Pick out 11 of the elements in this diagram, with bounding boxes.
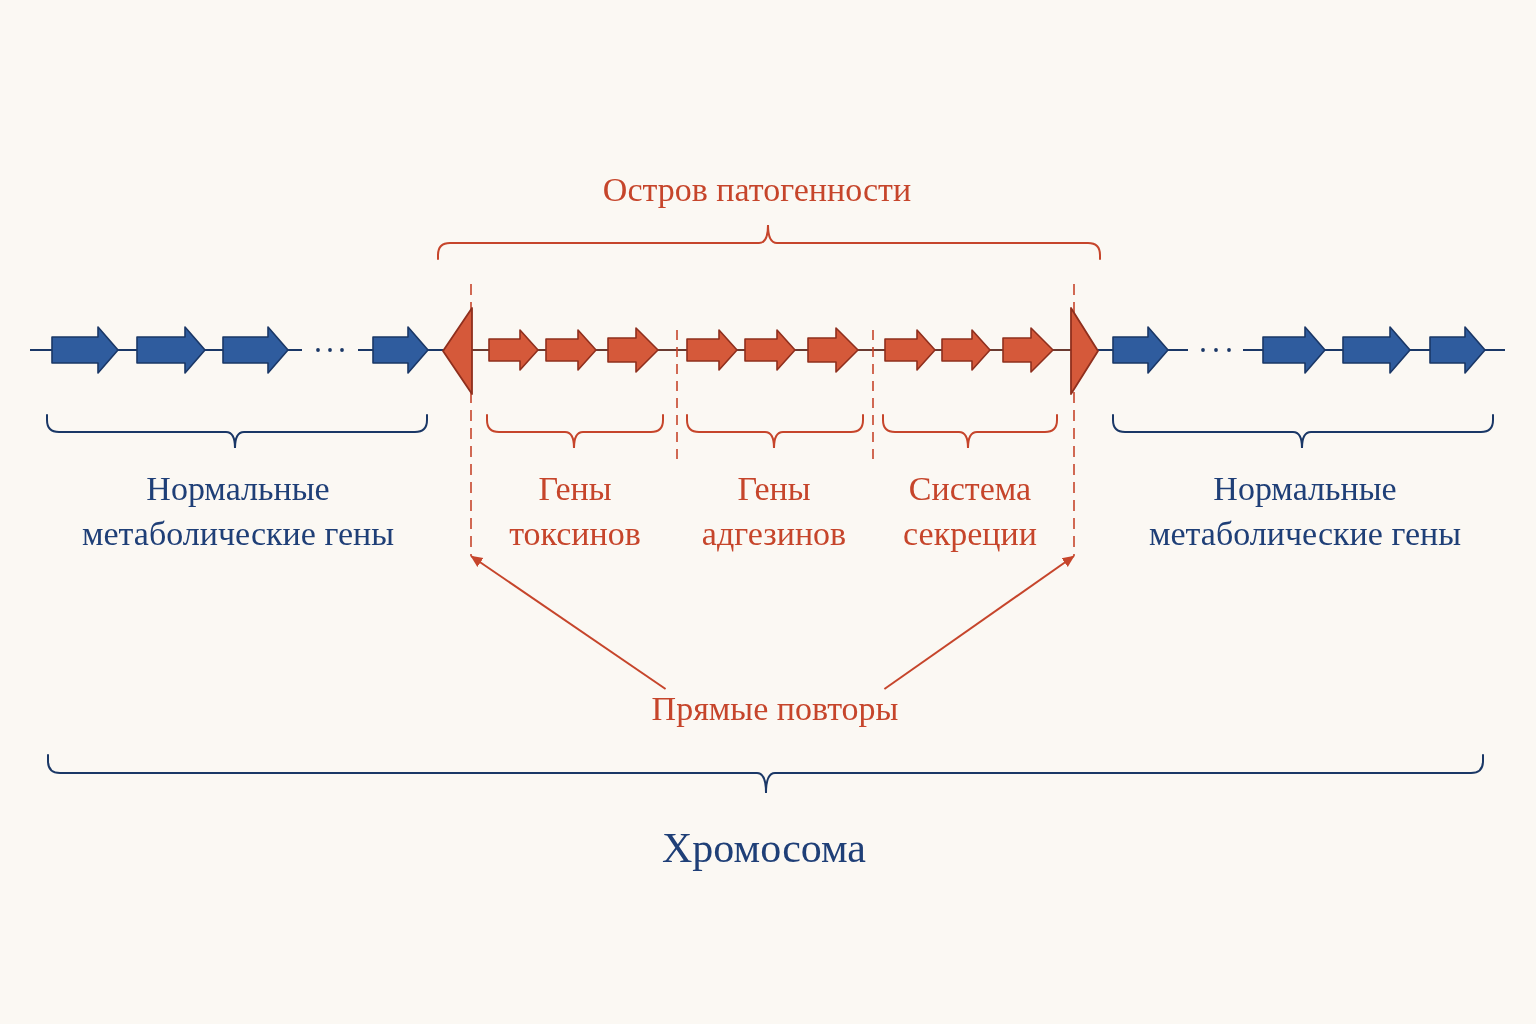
leader-arrow: [470, 555, 667, 690]
leader-arrow: [883, 555, 1075, 690]
region-label: Остров патогенности: [602, 170, 912, 210]
region-label: Гены адгезинов: [700, 469, 848, 554]
region-label: Нормальные метаболические гены: [1147, 469, 1462, 554]
region-label: Система секреции: [902, 469, 1038, 554]
direct-repeat-marker: [441, 284, 475, 556]
callout-label: Прямые повторы: [651, 689, 899, 729]
region-label: Гены токсинов: [508, 469, 642, 554]
region-label: Нормальные метаболические гены: [80, 469, 395, 554]
region-label: Хромосома: [662, 824, 866, 872]
